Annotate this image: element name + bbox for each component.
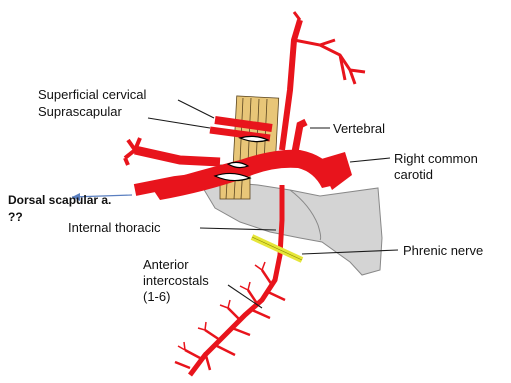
vertebral-stump bbox=[295, 122, 306, 152]
scalene-muscle bbox=[220, 96, 279, 199]
label-phrenic-nerve: Phrenic nerve bbox=[403, 243, 483, 258]
label-anterior-intercostals-line1: Anterior bbox=[143, 257, 189, 272]
vertebral-upper-branches bbox=[294, 12, 365, 84]
label-suprascapular: Suprascapular bbox=[38, 104, 122, 119]
label-unknown-marker: ?? bbox=[8, 210, 23, 224]
phrenic-nerve-outline bbox=[252, 237, 302, 260]
label-right-common-carotid-line2: carotid bbox=[394, 167, 433, 182]
label-anterior-intercostals-line2: intercostals bbox=[143, 273, 209, 288]
transverse-cervical-branch bbox=[135, 150, 220, 162]
label-right-common-carotid-line1: Right common bbox=[394, 151, 478, 166]
label-vertebral: Vertebral bbox=[333, 121, 385, 136]
label-internal-thoracic: Internal thoracic bbox=[68, 220, 161, 235]
label-anterior-intercostals-line3: (1-6) bbox=[143, 289, 170, 304]
label-dorsal-scapular: Dorsal scapular a. bbox=[8, 193, 111, 207]
label-superficial-cervical: Superficial cervical bbox=[38, 87, 146, 102]
